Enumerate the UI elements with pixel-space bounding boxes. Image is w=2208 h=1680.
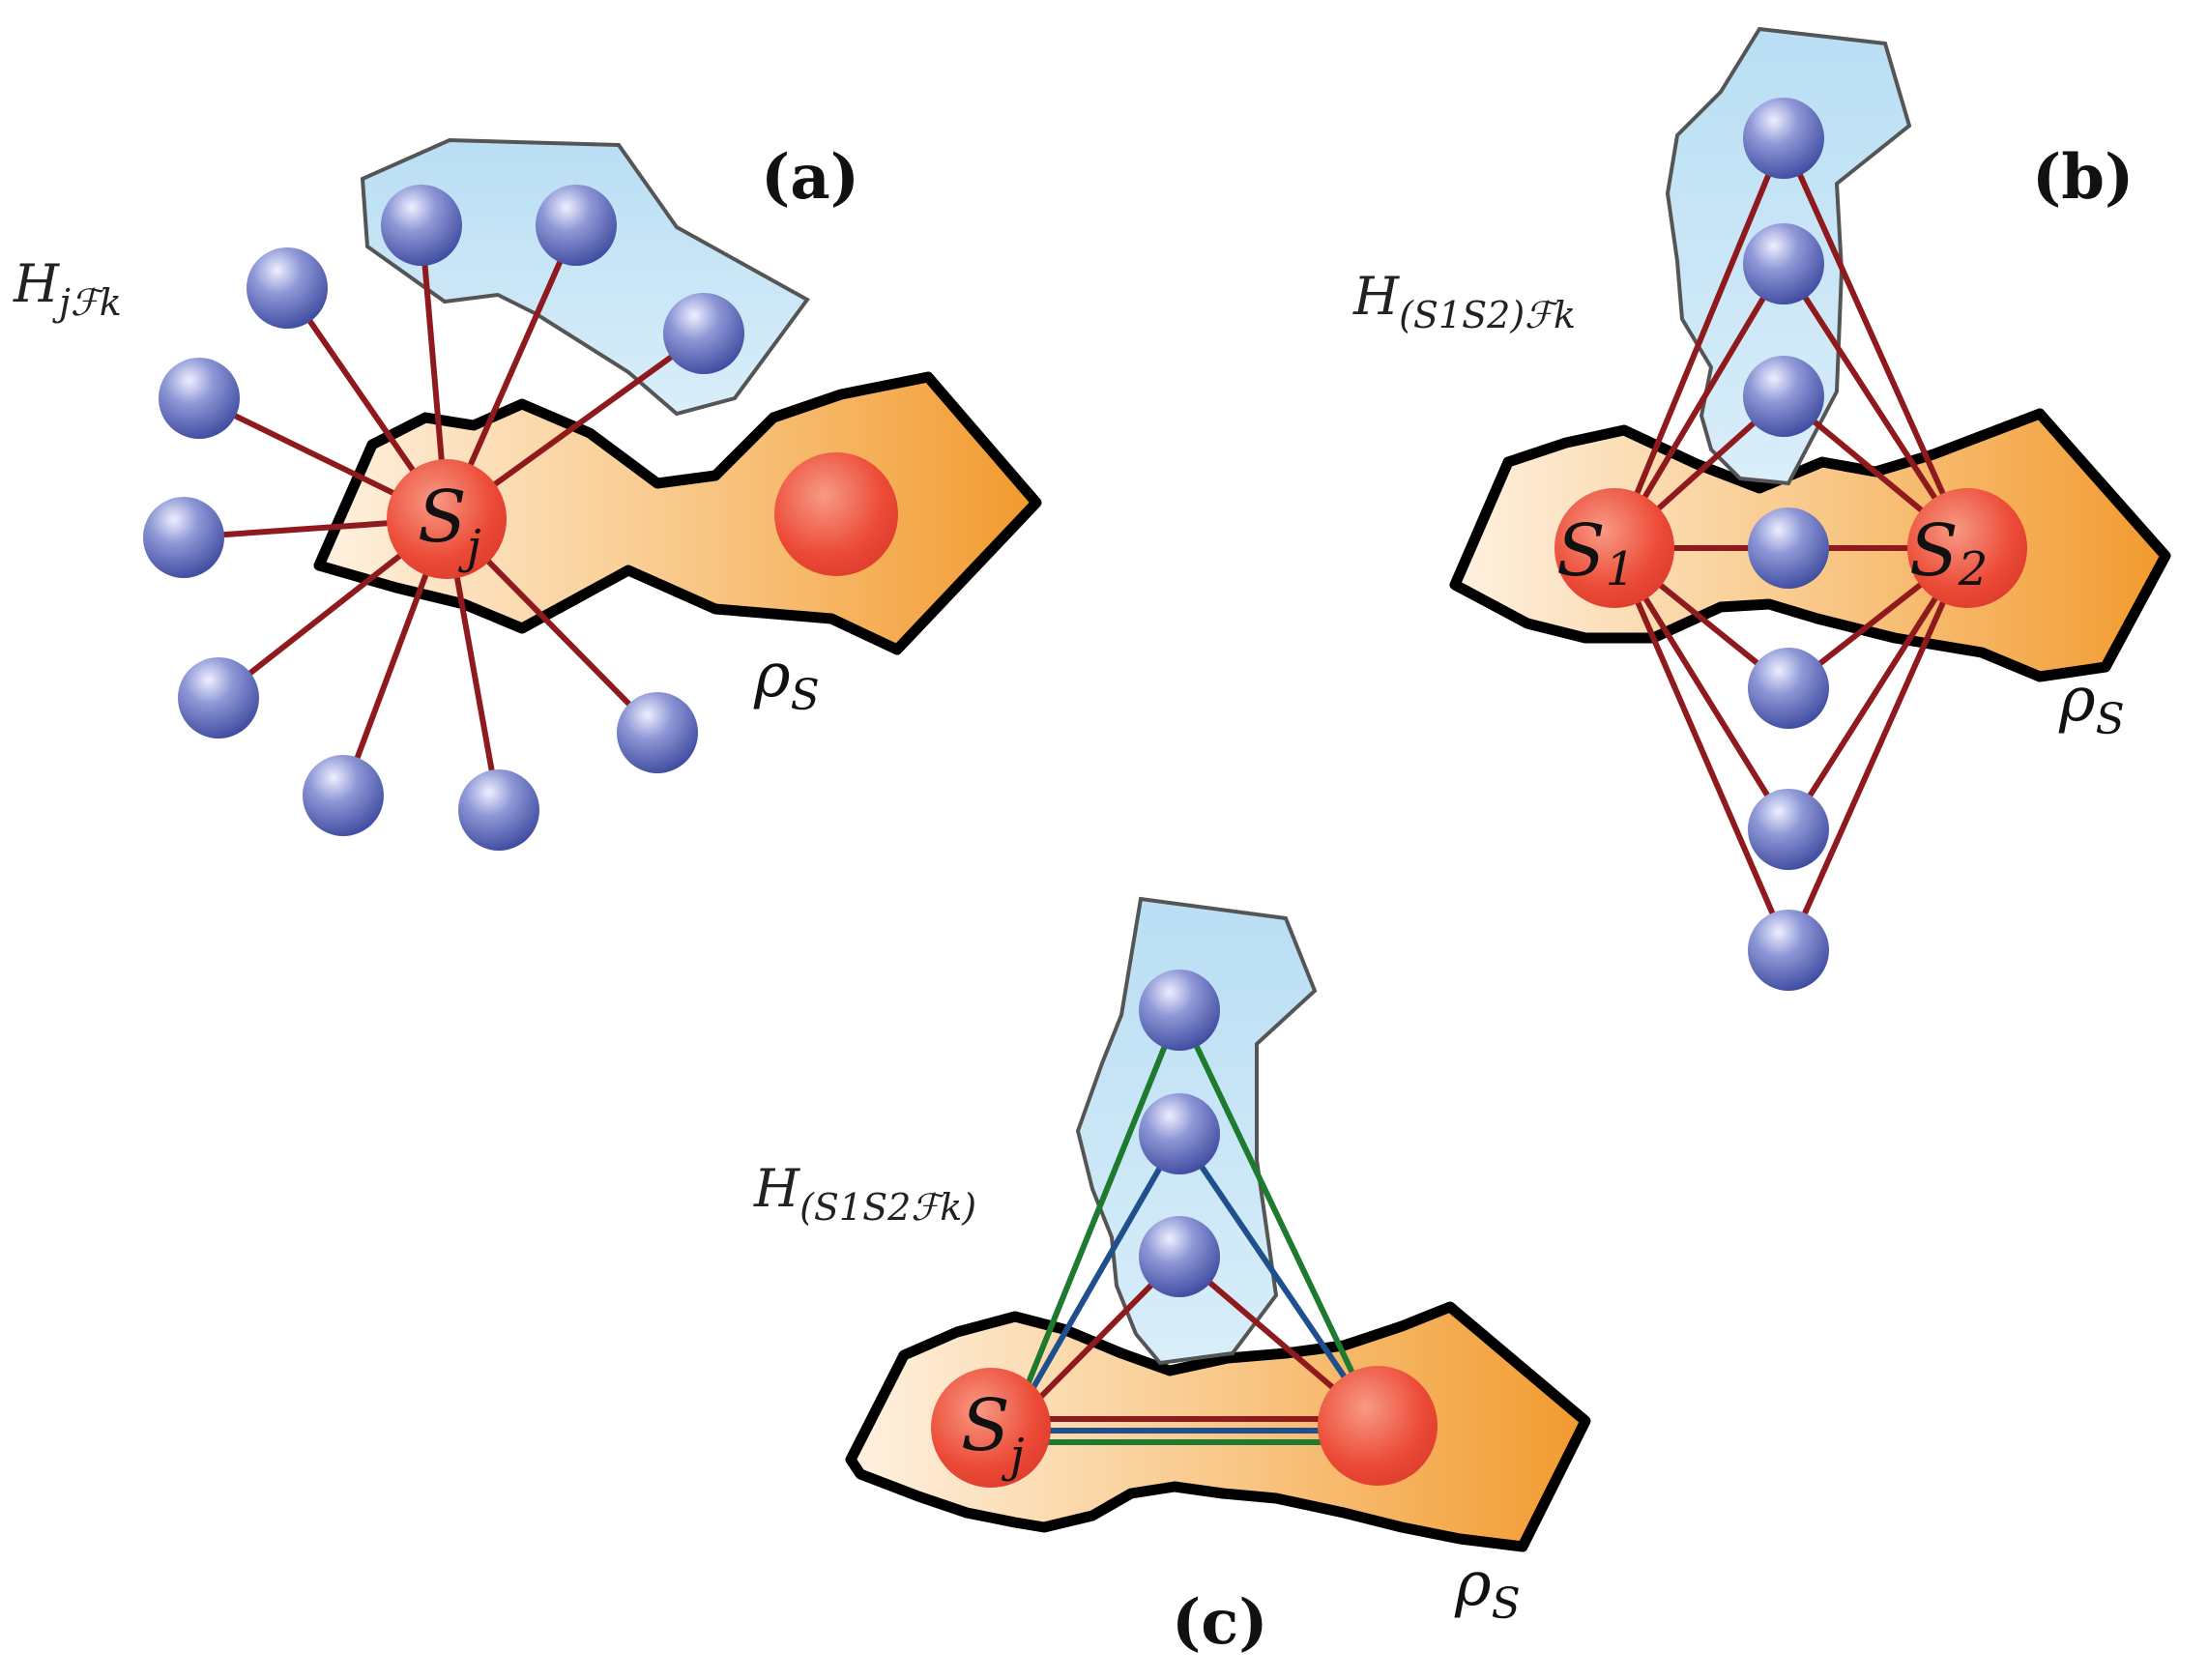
environment-node (1743, 98, 1824, 179)
panel-c: Sj (c) H(S1S2ℱk) ρS (753, 896, 1591, 1659)
hamiltonian-label-a: Hjℱk (13, 253, 122, 324)
environment-nodes (143, 185, 744, 851)
environment-node (1139, 970, 1220, 1051)
environment-region (360, 137, 810, 417)
environment-node (1748, 789, 1829, 870)
system-node-s2 (1907, 488, 2027, 608)
environment-node (1743, 223, 1824, 304)
environment-nodes (1139, 970, 1220, 1297)
environment-node (1748, 507, 1829, 589)
panel-b: S1 S2 (b) H(S1S2)ℱk ρS (1352, 26, 2171, 991)
node-label-s1: S1 (1556, 509, 1635, 596)
environment-node (1139, 1216, 1220, 1297)
system-node-sj (931, 1368, 1051, 1488)
rho-label-c: ρS (1454, 1549, 1521, 1629)
system-node-sj (387, 459, 507, 579)
environment-node (1748, 648, 1829, 729)
environment-node (381, 185, 462, 266)
environment-node (178, 657, 259, 739)
panel-label-a: (a) (761, 141, 859, 214)
panel-a: Sj (a) Hjℱk ρS (13, 137, 1042, 851)
environment-node (617, 692, 698, 773)
system-node-other (774, 452, 898, 576)
system-region (313, 371, 1042, 655)
panel-label-b: (b) (2032, 141, 2134, 214)
system-node-other (1318, 1366, 1438, 1486)
environment-node (536, 185, 617, 266)
rho-label-b: ρS (2058, 664, 2125, 744)
node-label-sj: Sj (418, 476, 481, 574)
environment-node (143, 497, 224, 578)
environment-nodes (1743, 98, 1829, 991)
hamiltonian-label-b: H(S1S2)ℱk (1352, 266, 1576, 336)
system-node-s1 (1554, 488, 1674, 608)
environment-node (663, 293, 744, 374)
rho-label-a: ρS (753, 640, 820, 720)
environment-node (1743, 356, 1824, 437)
environment-node (159, 358, 240, 439)
environment-node (247, 247, 328, 329)
environment-node (458, 769, 539, 851)
environment-node (303, 755, 384, 836)
environment-node (1748, 910, 1829, 991)
node-label-s2: S2 (1909, 509, 1988, 596)
environment-node (1139, 1093, 1220, 1174)
hamiltonian-label-c: H(S1S2ℱk) (753, 1158, 976, 1229)
panel-label-c: (c) (1172, 1586, 1268, 1659)
